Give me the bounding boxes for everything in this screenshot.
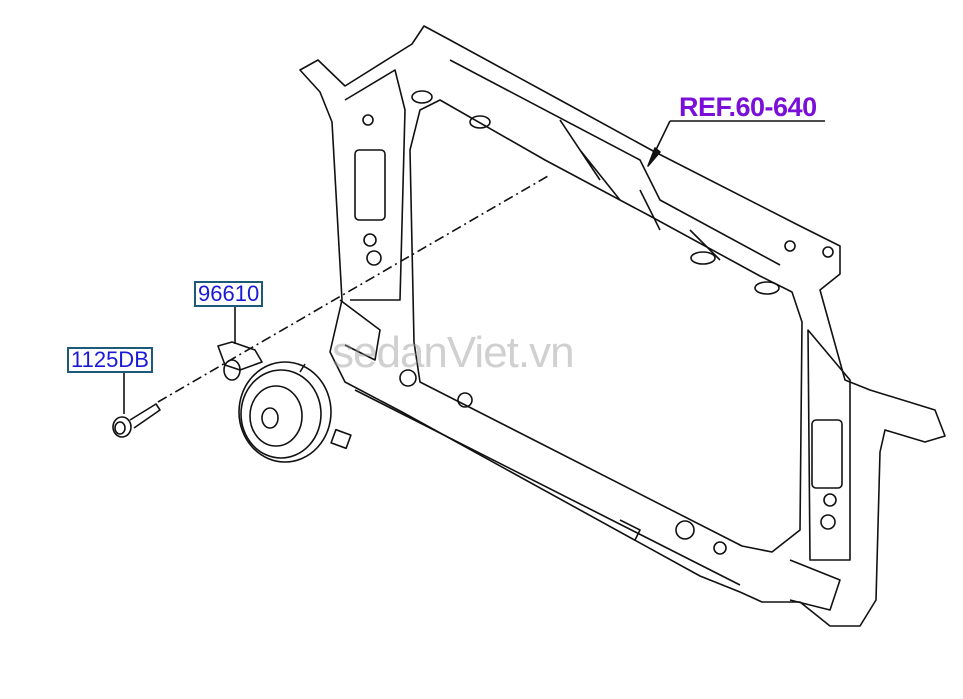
bolt [112, 403, 161, 438]
horn [217, 341, 352, 463]
watermark: sedanViet.vn [332, 328, 575, 377]
part-label-96610[interactable]: 96610 [194, 281, 264, 307]
reference-label[interactable]: REF.60-640 [679, 92, 817, 122]
radiator-support-frame [299, 25, 946, 627]
leader-lines [123, 120, 825, 414]
part-label-1125db[interactable]: 1125DB [67, 347, 153, 373]
